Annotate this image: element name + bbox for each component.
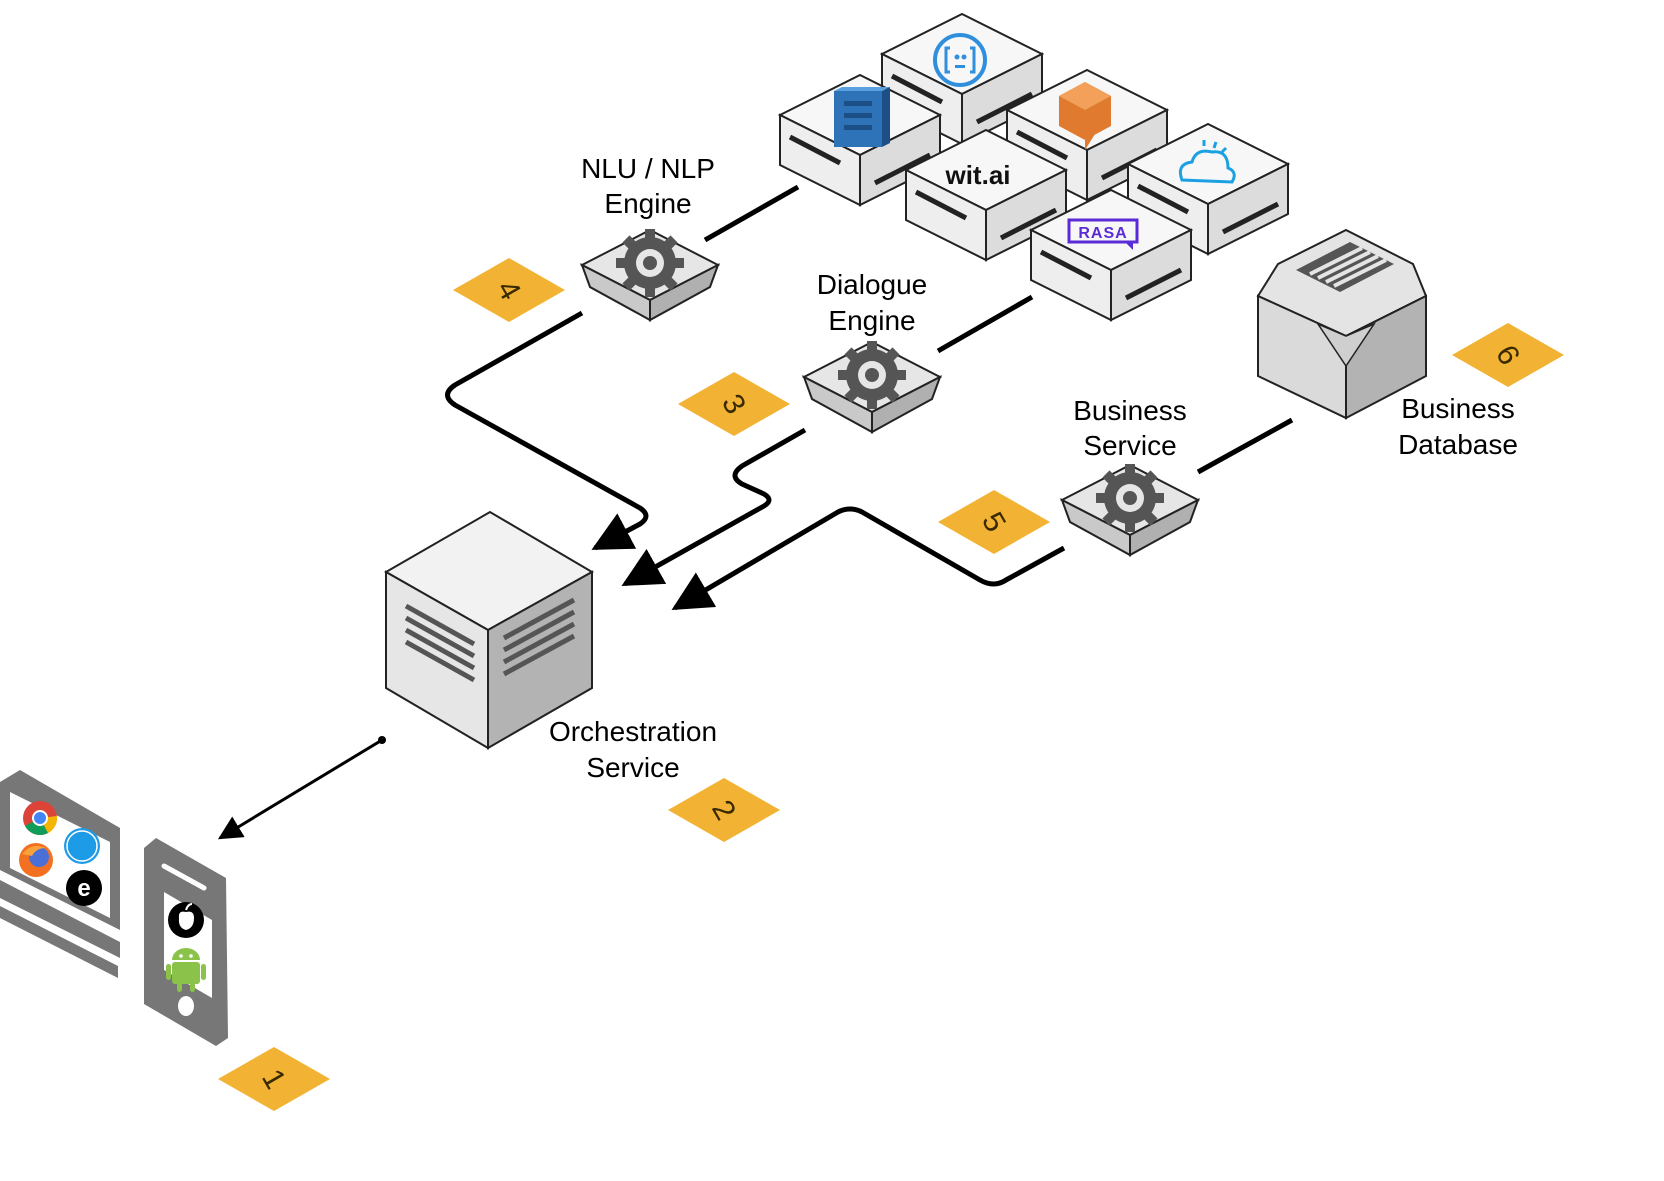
lex-icon (834, 87, 890, 147)
orchestration-server (383, 510, 595, 750)
chrome-icon (23, 801, 58, 835)
link-orchestration-clients (217, 736, 386, 840)
safari-icon (64, 828, 100, 864)
desktop-client: e (0, 770, 120, 978)
svg-text:Engine: Engine (604, 188, 691, 219)
watson-cloud-icon (1178, 140, 1236, 184)
step-badge-4: 4 (453, 258, 565, 322)
label-business-service: Business Service (1073, 395, 1187, 461)
provider-slab-rasa: RASA (1031, 190, 1191, 320)
svg-text:Dialogue: Dialogue (817, 269, 928, 300)
svg-text:Service: Service (586, 752, 679, 783)
link-nlu-providers (703, 184, 800, 243)
business-database-node (1256, 228, 1428, 420)
provider-slab-bot (882, 14, 1042, 144)
svg-text:Service: Service (1083, 430, 1176, 461)
step-badge-6: 6 (1452, 323, 1564, 387)
svg-text:Database: Database (1398, 429, 1518, 460)
bot-icon (933, 33, 987, 87)
link-service-orchestration (671, 506, 1066, 611)
dialogue-engine-node (803, 340, 941, 433)
svg-text:e: e (77, 875, 90, 902)
server-icon (404, 597, 576, 683)
label-business-database: Business Database (1398, 393, 1518, 460)
link-dialogue-orchestration (621, 427, 807, 587)
step-badge-2: 2 (668, 778, 780, 842)
provider-slab-witai: wit.ai (906, 130, 1066, 260)
step-badge-5: 5 (938, 490, 1050, 554)
link-nlu-orchestration (445, 310, 649, 551)
dialogflow-icon (1059, 82, 1111, 150)
connections (445, 184, 1294, 611)
svg-text:NLU / NLP: NLU / NLP (581, 153, 715, 184)
step-badge-1: 1 (218, 1047, 330, 1111)
svg-text:Business: Business (1073, 395, 1187, 426)
label-nlu-engine: NLU / NLP Engine (581, 153, 715, 219)
witai-logo: wit.ai (944, 160, 1010, 190)
apple-icon (168, 902, 204, 938)
provider-slab-lex (780, 75, 940, 205)
link-dialogue-rasa (936, 294, 1034, 354)
android-icon (166, 948, 206, 992)
provider-slab-watson (1128, 124, 1288, 254)
step-badge-3: 3 (678, 372, 790, 436)
svg-text:Business: Business (1401, 393, 1515, 424)
business-service-node (1061, 463, 1199, 556)
nlu-engine-node (581, 228, 719, 321)
firefox-icon (19, 843, 53, 877)
provider-slab-dialogflow (1007, 70, 1167, 200)
edge-icon: e (66, 870, 102, 906)
svg-text:Engine: Engine (828, 305, 915, 336)
label-orchestration-service: Orchestration Service (549, 716, 717, 783)
svg-text:RASA: RASA (1078, 225, 1127, 242)
link-service-database (1196, 417, 1294, 475)
svg-text:Orchestration: Orchestration (549, 716, 717, 747)
rasa-logo: RASA (1067, 218, 1139, 250)
database-icon (1296, 242, 1394, 292)
phone-client (144, 838, 228, 1046)
label-dialogue-engine: Dialogue Engine (817, 269, 928, 336)
provider-cluster: wit.ai RASA (780, 14, 1288, 320)
